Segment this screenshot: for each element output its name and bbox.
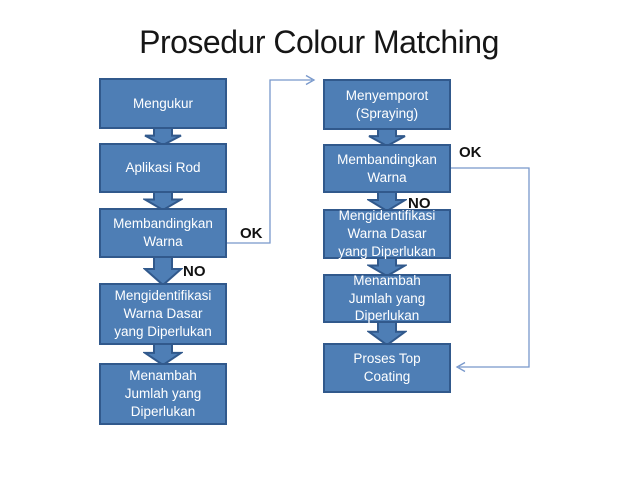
connector-ok-left [227,74,316,244]
edge-label-ok-left: OK [240,225,263,242]
flow-box-menyemporot: Menyemporot (Spraying) [323,79,451,130]
flow-box-mengukur: Mengukur [99,78,227,129]
flow-box-menambah-right: Menambah Jumlah yang Diperlukan [323,272,451,324]
edge-label-ok-right: OK [459,144,482,161]
flow-box-label: Menambah Jumlah yang Diperlukan [124,368,202,419]
flow-box-membandingkan-warna-left: Membandingkan Warna [99,208,227,258]
arrowhead-right-icon [305,74,316,86]
flow-box-label: Menyemporot (Spraying) [345,87,429,121]
flow-box-membandingkan-warna-right: Membandingkan Warna [323,144,451,193]
flow-box-label: Aplikasi Rod [125,160,201,176]
down-arrow-icon [143,256,183,285]
flow-box-label: Proses Top Coating [353,351,421,384]
flow-box-menambah-left: Menambah Jumlah yang Diperlukan [99,363,227,425]
flow-box-aplikasi-rod: Aplikasi Rod [99,143,227,193]
flow-box-mengidentifikasi-left: Mengidentifikasi Warna Dasar yang Diperl… [99,283,227,345]
down-arrow-icon [143,128,183,145]
flow-box-label: Menambah Jumlah yang Diperlukan [348,272,426,324]
flow-box-label: Mengukur [132,95,194,111]
slide-title: Prosedur Colour Matching [139,24,499,60]
connector-ok-right [451,167,530,373]
edge-label-no-left: NO [183,263,206,280]
flow-box-label: Mengidentifikasi Warna Dasar yang Diperl… [114,288,212,339]
flow-box-proses-top-coating: Proses Top Coating [323,343,451,393]
arrowhead-left-icon [455,361,466,373]
flow-box-label: Membandingkan Warna [113,216,213,249]
flow-box-label: Membandingkan Warna [337,151,437,185]
flow-box-mengidentifikasi-right: Mengidentifikasi Warna Dasar yang Diperl… [323,208,451,259]
edge-label-no-right: NO [408,195,431,212]
flow-box-label: Mengidentifikasi Warna Dasar yang Diperl… [338,208,436,259]
down-arrow-icon [143,343,183,365]
